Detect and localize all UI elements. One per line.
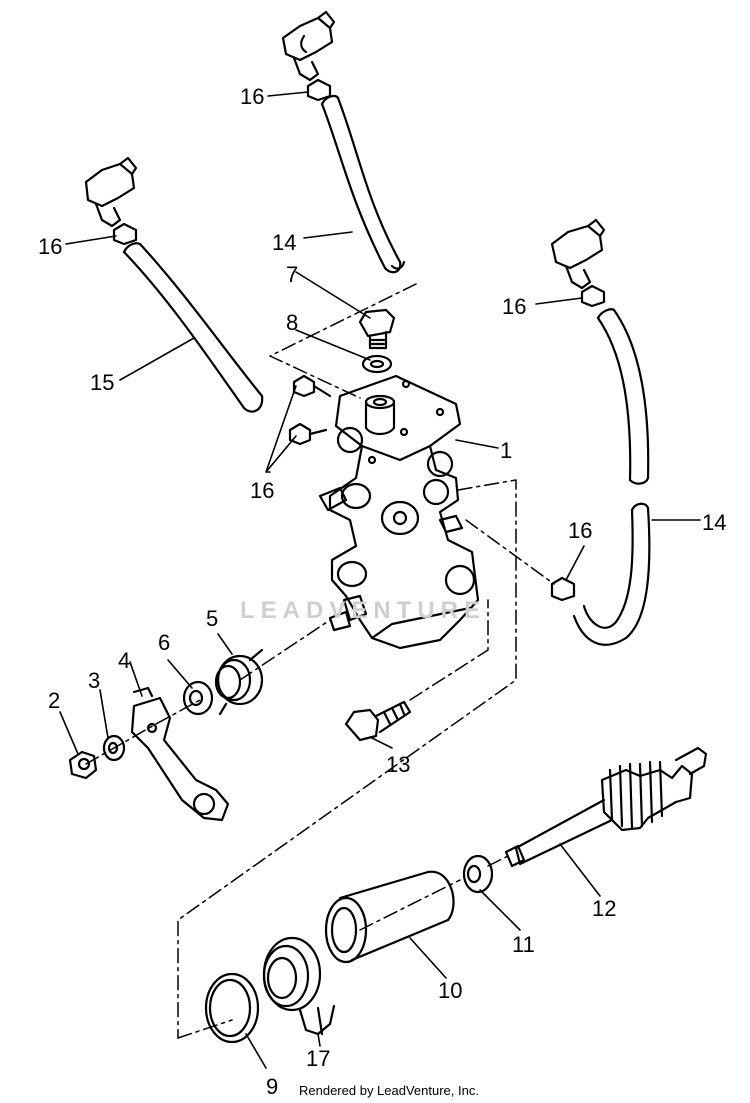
callout-10: 10 <box>438 978 463 1003</box>
top-injector-nozzle <box>281 10 336 82</box>
callout-8: 8 <box>286 310 299 335</box>
callout-14-upper: 14 <box>272 230 297 255</box>
hose-clamp-16-left <box>112 222 138 246</box>
bleed-screw-7 <box>358 308 396 350</box>
callout-7: 7 <box>286 262 299 287</box>
washer-6 <box>182 680 214 716</box>
callout-12: 12 <box>592 896 617 921</box>
callout-4: 4 <box>118 648 131 673</box>
nut-2 <box>68 750 98 780</box>
oil-line-14-upper <box>320 94 406 274</box>
oil-line-14-right-lower <box>572 502 651 646</box>
callout-17: 17 <box>306 1046 331 1071</box>
callout-16-cluster: 16 <box>250 478 275 503</box>
hose-clamp-16-lower-right <box>550 576 576 602</box>
callout-1: 1 <box>500 438 513 463</box>
callout-11: 11 <box>512 932 535 957</box>
callout-16-top: 16 <box>240 84 265 109</box>
callout-2: 2 <box>48 688 61 713</box>
callout-13: 13 <box>386 752 411 777</box>
drive-gear-shaft-12 <box>504 746 708 868</box>
left-injector-nozzle <box>84 156 138 228</box>
callout-3: 3 <box>88 668 101 693</box>
callout-15: 15 <box>90 370 115 395</box>
hose-clamp-16-right <box>580 284 606 308</box>
callout-16-right: 16 <box>502 294 527 319</box>
callout-5: 5 <box>206 606 219 631</box>
hose-clamp-16-top <box>306 78 332 102</box>
oil-pump-body <box>318 374 480 650</box>
bushing-10 <box>324 870 455 964</box>
callout-leader-lines <box>59 91 701 1069</box>
callout-16-left: 16 <box>38 234 63 259</box>
callout-16-lower-right: 16 <box>568 518 593 543</box>
watermark: LEADVENTURE <box>240 597 487 624</box>
right-injector-nozzle <box>550 218 606 290</box>
fitting-clamps-16 <box>288 374 332 446</box>
callout-14-right: 14 <box>702 510 727 535</box>
assembly-phantom-lines <box>85 283 555 1039</box>
washer-3 <box>102 734 126 762</box>
footer-credit: Rendered by LeadVenture, Inc. <box>299 1083 479 1098</box>
washer-8 <box>361 354 393 374</box>
control-lever-4 <box>130 686 230 822</box>
callout-9: 9 <box>266 1074 279 1099</box>
o-ring-9 <box>204 972 260 1044</box>
seal-17 <box>262 936 336 1036</box>
oil-line-14-right-upper <box>596 308 650 485</box>
washer-11 <box>462 854 494 894</box>
oil-line-15 <box>122 242 264 413</box>
bolt-13 <box>344 700 412 742</box>
callout-6: 6 <box>158 630 171 655</box>
return-spring-5 <box>214 648 264 716</box>
